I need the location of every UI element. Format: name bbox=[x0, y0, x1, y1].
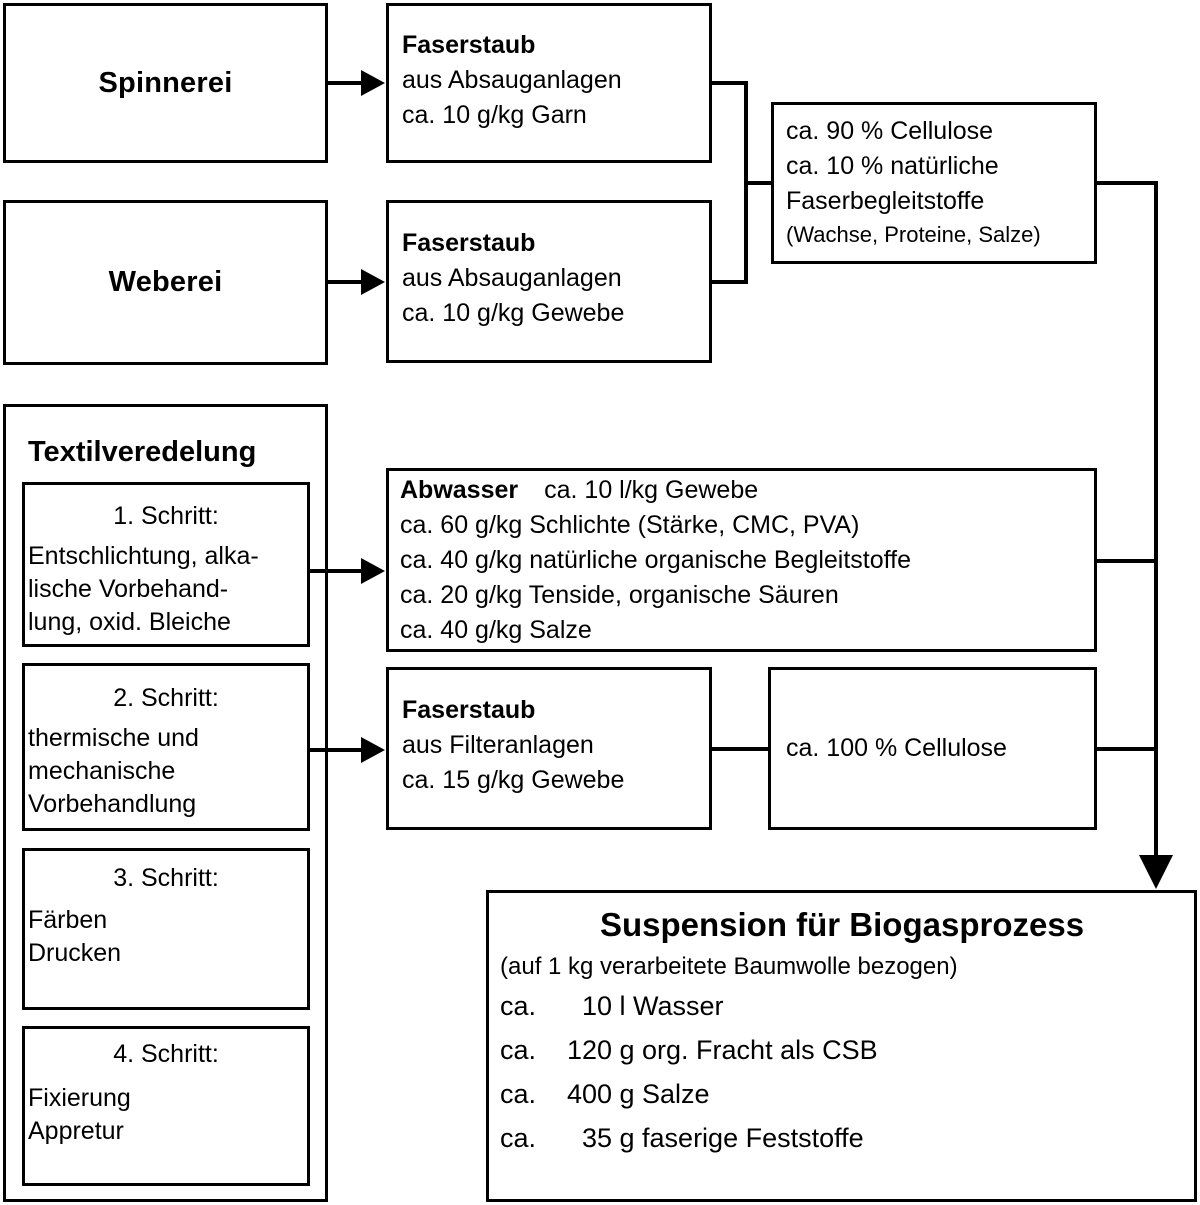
stream-text-faserstaub-filter: Faserstaub aus Filteranlagen ca. 15 g/kg… bbox=[402, 696, 625, 794]
stream-box-faserstaub-filter bbox=[386, 667, 712, 830]
result-content: Suspension für Biogasprozess (auf 1 kg v… bbox=[500, 906, 1184, 1160]
step-body-2: thermische und mechanische Vorbehandlung bbox=[28, 724, 199, 818]
result-item: ca.35 g faserige Feststoffe bbox=[500, 1123, 864, 1153]
composition-box-cellulose-100 bbox=[768, 667, 1097, 830]
step-box-1 bbox=[22, 482, 310, 647]
textilveredelung-heading: Textilveredelung bbox=[28, 436, 257, 468]
step-title-3: 3. Schritt: bbox=[113, 864, 219, 892]
arrowhead-weberei bbox=[361, 269, 385, 295]
composition-text-staub: ca. 90 % Cellulose ca. 10 % natürliche F… bbox=[786, 117, 1041, 247]
step-body-3: Färben Drucken bbox=[28, 906, 122, 967]
result-box-suspension bbox=[486, 890, 1197, 1202]
connector-faserstaub-spinnerei-out bbox=[712, 81, 748, 85]
stream-box-faserstaub-weberei bbox=[386, 200, 712, 363]
arrowhead-step2 bbox=[361, 737, 385, 763]
connector-step1-to-abwasser bbox=[310, 569, 364, 573]
connector-spinnerei-to-faserstaub bbox=[328, 81, 364, 85]
step-title-2: 2. Schritt: bbox=[113, 684, 219, 712]
step-body-1: Entschlichtung, alka- lische Vorbehand- … bbox=[28, 542, 259, 636]
result-title: Suspension für Biogasprozess bbox=[599, 906, 1085, 943]
step-box-2 bbox=[22, 663, 310, 831]
step-title-1: 1. Schritt: bbox=[113, 502, 219, 530]
step-box-4 bbox=[22, 1026, 310, 1186]
connector-faserstaub-weberei-out bbox=[712, 280, 748, 284]
abwasser-heading-suffix: ca. 10 l/kg Gewebe bbox=[544, 476, 759, 504]
connector-weberei-to-faserstaub bbox=[328, 280, 364, 284]
stream-box-abwasser bbox=[386, 468, 1097, 652]
result-item: ca.400 g Salze bbox=[500, 1079, 710, 1109]
connector-faserstaub-merge-to-composition bbox=[744, 181, 774, 185]
abwasser-heading: Abwasser bbox=[400, 476, 519, 504]
result-item: ca.120 g org. Fracht als CSB bbox=[500, 1035, 878, 1065]
connector-composition-staub-to-bus bbox=[1096, 181, 1158, 185]
process-box-weberei: Weberei bbox=[3, 200, 328, 365]
result-item: ca.10 l Wasser bbox=[500, 991, 724, 1021]
step-body-4: Fixierung Appretur bbox=[28, 1084, 131, 1145]
stream-text-faserstaub-weberei: Faserstaub aus Absauganlagen ca. 10 g/kg… bbox=[402, 229, 625, 327]
process-box-spinnerei: Spinnerei bbox=[3, 3, 328, 163]
result-subtitle: (auf 1 kg verarbeitete Baumwolle bezogen… bbox=[500, 953, 958, 980]
composition-box-staub bbox=[771, 102, 1097, 264]
composition-text-cellulose-100: ca. 100 % Cellulose bbox=[786, 734, 1007, 762]
connector-abwasser-to-bus bbox=[1096, 559, 1158, 563]
process-label-weberei: Weberei bbox=[108, 266, 223, 298]
connector-step2-to-faserstaub-filter bbox=[310, 748, 364, 752]
arrowhead-spinnerei bbox=[361, 70, 385, 96]
step-title-4: 4. Schritt: bbox=[113, 1040, 219, 1068]
stream-box-faserstaub-spinnerei bbox=[386, 3, 712, 163]
arrowhead-to-suspension bbox=[1139, 855, 1173, 889]
arrowhead-step1 bbox=[361, 558, 385, 584]
stream-text-faserstaub-spinnerei: Faserstaub aus Absauganlagen ca. 10 g/kg… bbox=[402, 31, 622, 129]
process-label-spinnerei: Spinnerei bbox=[98, 66, 233, 99]
connector-faserstaub-filter-to-cellulose bbox=[711, 747, 771, 751]
connector-cellulose-to-bus bbox=[1096, 747, 1158, 751]
connector-main-bus-vertical bbox=[1154, 181, 1158, 857]
step-box-3 bbox=[22, 848, 310, 1010]
